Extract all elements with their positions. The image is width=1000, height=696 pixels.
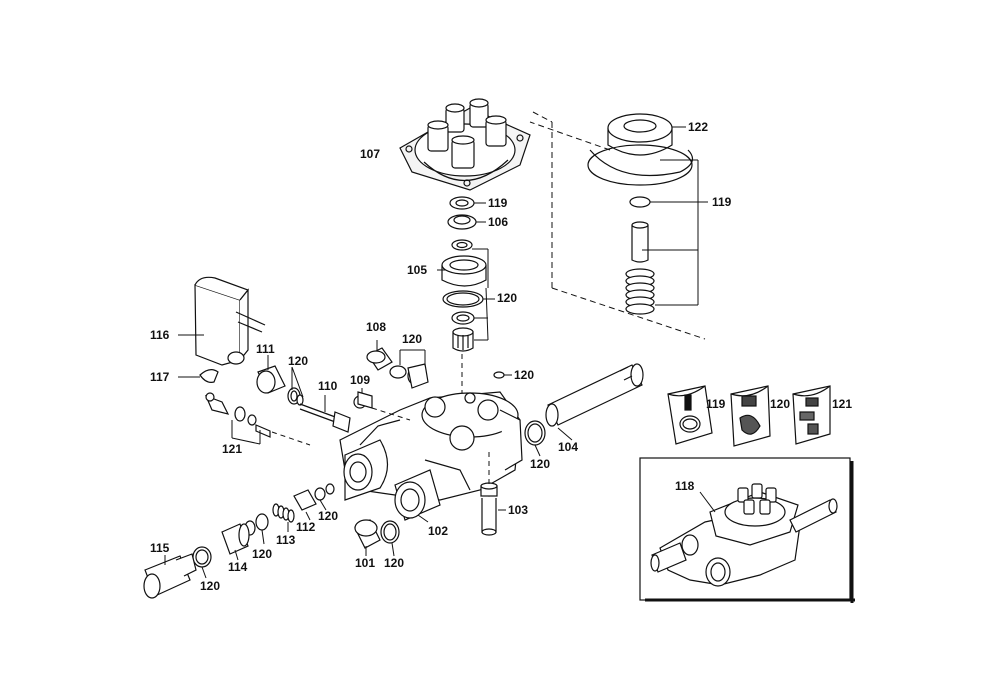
callout-119-plunger: 119 — [712, 195, 732, 209]
callout-120-outlet: 120 — [530, 457, 551, 471]
callout-105: 105 — [407, 263, 428, 277]
part-102-manifold — [339, 391, 523, 521]
callout-115: 115 — [150, 541, 170, 555]
part-108-plug — [357, 347, 429, 409]
callout-110: 110 — [318, 379, 338, 393]
callout-119-kit: 119 — [706, 397, 726, 411]
callout-120-end: 120 — [200, 579, 221, 593]
callout-102: 102 — [428, 524, 449, 538]
callout-121-kit: 121 — [832, 397, 853, 411]
callout-120-oring: 120 — [514, 368, 535, 382]
part-111-fitting — [256, 365, 304, 406]
callout-120-seal: 120 — [497, 291, 518, 305]
part-112-115-inlet — [143, 483, 335, 599]
inset-pump-assembly — [650, 483, 838, 587]
callout-103: 103 — [508, 503, 529, 517]
callout-107: 107 — [360, 147, 381, 161]
part-107-head — [399, 98, 531, 191]
callout-112: 112 — [296, 520, 316, 534]
callout-120-plug: 120 — [402, 332, 423, 346]
part-seal-stack — [441, 196, 487, 352]
part-104-outlet — [524, 363, 644, 446]
callout-120-inlet: 120 — [288, 354, 309, 368]
callout-104: 104 — [558, 440, 579, 454]
callout-120-101: 120 — [384, 556, 405, 570]
callout-109: 109 — [350, 373, 371, 387]
kit-bag-121 — [792, 385, 831, 445]
callout-108: 108 — [366, 320, 387, 334]
callout-122: 122 — [688, 120, 709, 134]
callout-121-left: 121 — [222, 442, 243, 456]
part-101-plug — [354, 519, 400, 549]
part-122-plunger — [587, 113, 694, 315]
callout-106: 106 — [488, 215, 509, 229]
callout-119-top: 119 — [488, 196, 508, 210]
part-116-block — [194, 276, 266, 383]
callout-120-chain: 120 — [252, 547, 273, 561]
callout-118: 118 — [675, 479, 695, 493]
part-121-fittings — [204, 392, 271, 438]
callout-101: 101 — [355, 556, 376, 570]
callout-113: 113 — [276, 533, 296, 547]
callout-116: 116 — [150, 328, 170, 342]
callout-120-kit: 120 — [770, 397, 791, 411]
kit-bag-120 — [730, 385, 771, 447]
part-103-bolt — [480, 482, 498, 536]
kit-bag-119 — [667, 385, 713, 445]
part-110-valve-stem — [299, 395, 367, 433]
callout-117: 117 — [150, 370, 170, 384]
callout-120-lower: 120 — [318, 509, 339, 523]
callout-114: 114 — [228, 560, 248, 574]
callout-111: 111 — [256, 342, 275, 356]
